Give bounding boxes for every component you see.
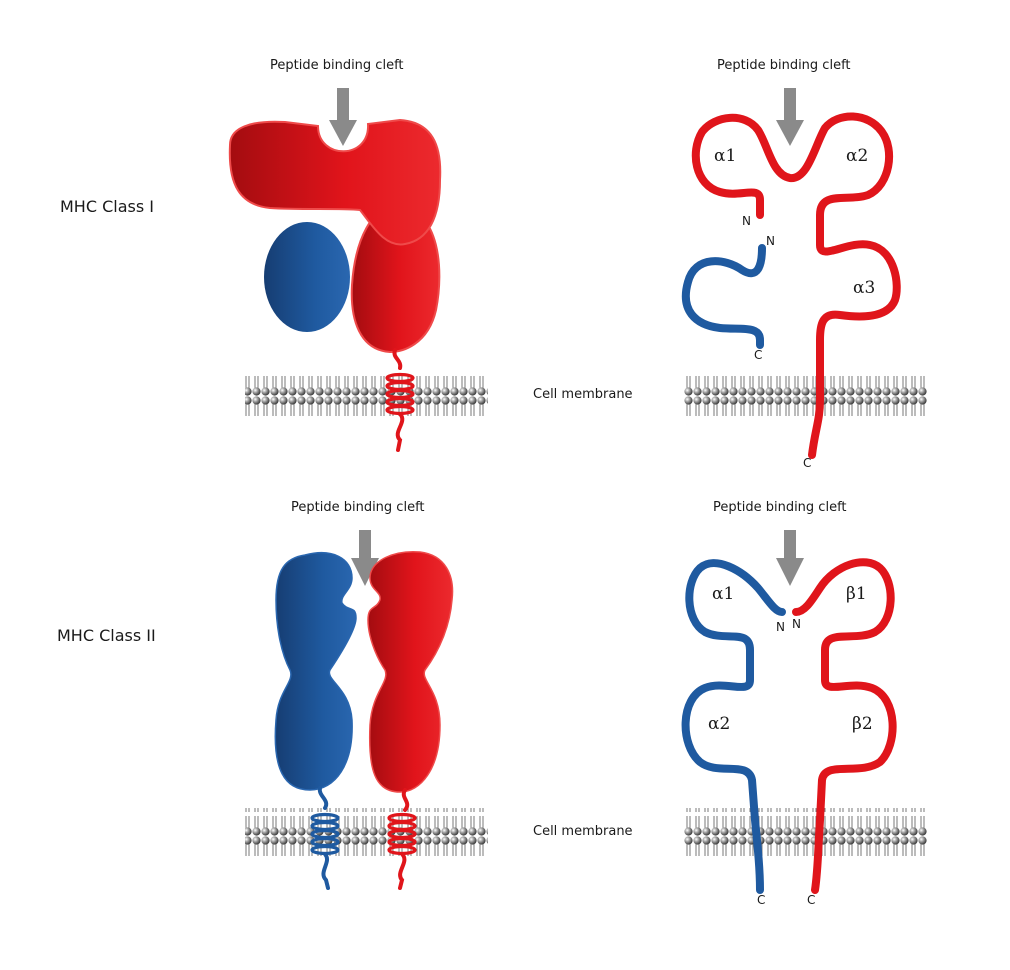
- class2-alpha-ribbon: [681, 559, 786, 894]
- cleft-label-class1-ribbon: Peptide binding cleft: [717, 58, 851, 73]
- domain-label-c2-alpha2: α2: [708, 714, 731, 734]
- terminus-c1-n-red: N: [742, 214, 751, 228]
- class1-tail: [395, 412, 405, 452]
- arrow-cleft-2a: [351, 530, 379, 586]
- terminus-c1-n-blue: N: [766, 234, 775, 248]
- class2-alpha-stalk: [317, 786, 329, 810]
- terminus-c2-n-blue: N: [776, 620, 785, 634]
- terminus-c1-c-red: C: [803, 456, 812, 470]
- class2-solid-model: [274, 551, 454, 890]
- class1-beta2m-chain: [681, 244, 766, 349]
- class2-alpha-chain-body: [274, 552, 357, 791]
- membrane-label-class1: Cell membrane: [533, 387, 633, 402]
- class1-ribbon-model: [681, 112, 901, 459]
- class2-ribbon-model: [681, 558, 897, 894]
- class1-solid-model: [228, 118, 442, 452]
- class2-beta-ribbon: [792, 558, 897, 894]
- terminus-c2-c-blue: C: [757, 893, 766, 907]
- membrane-class2-right: [684, 808, 927, 856]
- arrow-cleft-1a: [329, 88, 357, 146]
- membrane-class1-right: [684, 372, 927, 420]
- terminus-c1-c-blue: C: [754, 348, 763, 362]
- class2-beta-tail: [398, 852, 407, 890]
- class2-alpha-tail: [321, 852, 330, 890]
- arrow-cleft-2b: [776, 530, 804, 586]
- domain-label-c1-alpha1: α1: [714, 146, 737, 166]
- alpha1-alpha2-domains: [228, 118, 442, 246]
- class1-stalk: [392, 348, 403, 370]
- class2-beta-chain-body: [367, 551, 454, 793]
- row-title-class2: MHC Class II: [57, 626, 156, 645]
- row-title-class1: MHC Class I: [60, 197, 154, 216]
- cleft-label-class1-solid: Peptide binding cleft: [270, 58, 404, 73]
- cleft-label-class2-ribbon: Peptide binding cleft: [713, 500, 847, 515]
- membrane-label-class2: Cell membrane: [533, 824, 633, 839]
- class2-beta-stalk: [401, 788, 410, 812]
- membrane-class1-left: [245, 372, 488, 420]
- cleft-label-class2-solid: Peptide binding cleft: [291, 500, 425, 515]
- domain-label-c1-alpha3: α3: [853, 278, 876, 298]
- class1-heavy-chain: [691, 112, 901, 459]
- alpha3-domain: [350, 203, 441, 354]
- beta2-microglobulin: [264, 222, 350, 332]
- terminus-c2-c-red: C: [807, 893, 816, 907]
- domain-label-c1-alpha2: α2: [846, 146, 869, 166]
- domain-label-c2-alpha1: α1: [712, 584, 735, 604]
- arrow-cleft-1b: [776, 88, 804, 146]
- domain-label-c2-beta1: β1: [846, 584, 867, 604]
- terminus-c2-n-red: N: [792, 617, 801, 631]
- domain-label-c2-beta2: β2: [852, 714, 873, 734]
- membrane-class2-left: [245, 808, 488, 856]
